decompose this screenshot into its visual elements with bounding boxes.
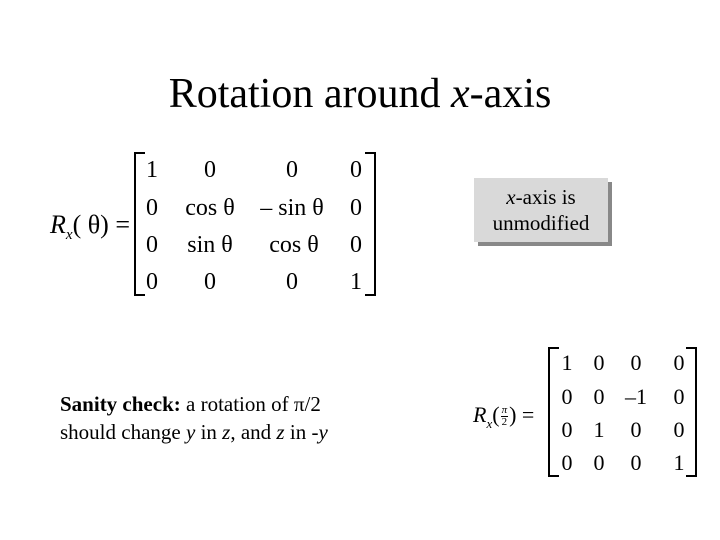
matrix-cell: 0	[561, 450, 573, 475]
callout-box: x-axis is unmodified	[474, 178, 608, 242]
paren-close-equals: ) =	[509, 402, 535, 427]
matrix-cell: 0	[673, 384, 685, 409]
callout-variable: x	[506, 185, 516, 209]
sanity-text-3: in	[195, 420, 223, 444]
matrix-cell: 1	[350, 269, 362, 295]
matrix-cell: 0	[561, 417, 573, 442]
example-lhs-subscript: x	[486, 416, 493, 431]
fraction-numerator: π	[500, 404, 509, 418]
matrix-cell: cos θ	[269, 232, 319, 258]
matrix-cell: 1	[146, 157, 158, 183]
matrix-cell: 0	[146, 195, 158, 221]
matrix-cell: 0	[146, 269, 158, 295]
slide-title: Rotation around x-axis	[0, 66, 720, 122]
matrix-cell: 1	[561, 350, 573, 375]
matrix-cell: 1	[593, 417, 605, 442]
callout-line-1-text: -axis is	[515, 185, 576, 209]
title-variable: x	[450, 71, 470, 117]
callout-line-2: unmodified	[492, 211, 590, 235]
matrix-cell: 0	[350, 157, 362, 183]
matrix-cell: 0	[673, 350, 685, 375]
matrix-cell: 0	[630, 417, 642, 442]
matrix-cell: 0	[350, 195, 362, 221]
sanity-label: Sanity check:	[60, 392, 181, 416]
matrix-cell: 0	[593, 350, 605, 375]
example-matrix-bracket	[548, 347, 697, 477]
sanity-text-1: a rotation of π/2	[180, 392, 321, 416]
matrix-cell: 0	[593, 384, 605, 409]
lhs-argument: ( θ) =	[72, 210, 130, 239]
var-y: y	[185, 420, 196, 444]
matrix-cell: – sin θ	[260, 195, 324, 221]
matrix-cell: 0	[146, 232, 158, 258]
var-y-2: y	[318, 420, 328, 444]
fraction-denominator: 2	[501, 416, 508, 429]
matrix-cell: 1	[673, 450, 685, 475]
matrix-cell: 0	[286, 269, 298, 295]
matrix-bracket	[134, 152, 376, 296]
callout-line-1: x-axis is	[506, 184, 575, 210]
matrix-cell: cos θ	[185, 195, 235, 221]
var-z: z	[222, 420, 231, 444]
sanity-check-text: Sanity check: a rotation of π/2 should c…	[60, 390, 440, 446]
sanity-line-1: Sanity check: a rotation of π/2	[60, 390, 440, 418]
lhs-symbol: R	[50, 210, 66, 239]
lhs-subscript: x	[65, 227, 73, 243]
sanity-text-2: should change	[60, 420, 186, 444]
equation-lhs: Rx( θ) =	[50, 210, 130, 250]
matrix-cell: 0	[350, 232, 362, 258]
matrix-cell: sin θ	[187, 232, 233, 258]
matrix-cell: 0	[561, 384, 573, 409]
matrix-cell: 0	[630, 450, 642, 475]
title-prefix: Rotation around	[168, 71, 451, 117]
var-z-2: z	[276, 420, 285, 444]
paren-open: (	[492, 402, 500, 427]
matrix-cell: 0	[204, 269, 216, 295]
sanity-text-5: in -	[284, 420, 319, 444]
matrix-cell: 0	[286, 157, 298, 183]
rotation-matrix-equation: Rx( θ) = 1 0 0 0 0 cos θ – sin θ 0 0 sin…	[50, 150, 380, 300]
matrix-cell: –1	[625, 384, 647, 409]
title-suffix: -axis	[469, 71, 552, 117]
sanity-text-4: , and	[230, 420, 277, 444]
matrix-cell: 0	[673, 417, 685, 442]
matrix-cell: 0	[630, 350, 642, 375]
matrix-cell: 0	[593, 450, 605, 475]
matrix-cell: 0	[204, 157, 216, 183]
example-lhs-symbol: R	[473, 402, 487, 427]
sanity-line-2: should change y in z, and z in -y	[60, 418, 440, 446]
